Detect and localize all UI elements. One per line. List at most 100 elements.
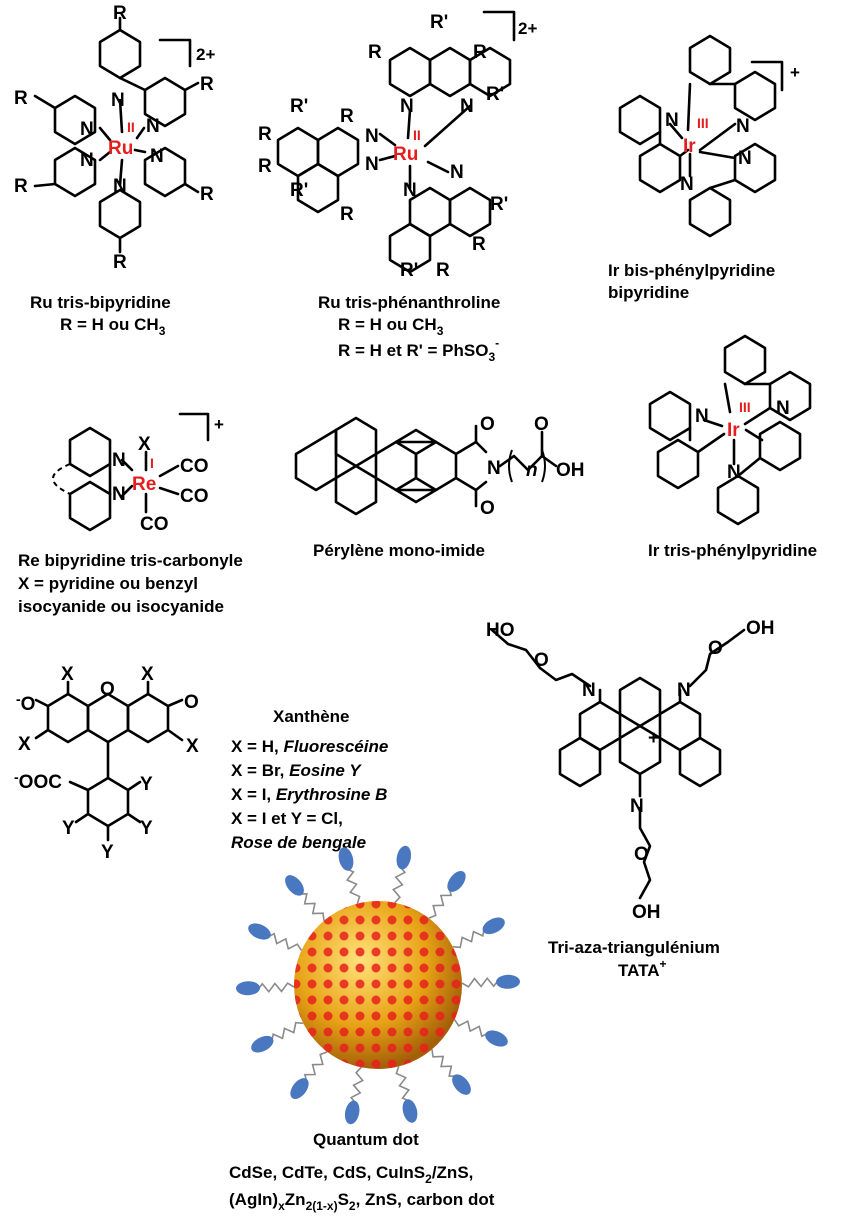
ru-bpy-r: R	[113, 3, 127, 24]
xanthene-x: X	[61, 664, 74, 685]
ligand-chain	[343, 866, 361, 904]
ligand-chain	[453, 1019, 492, 1038]
ru-phen-r: R	[473, 42, 487, 63]
ru-phen-r: R	[258, 124, 272, 145]
ir-ppy-bpy-structure: N N N N Ir III + Ir bis-phénylpyridine b…	[608, 34, 800, 302]
ru-phen-rp: R'	[290, 180, 308, 201]
ru-phen-n: N	[403, 180, 417, 201]
xanthene-item-last: Rose de bengale	[231, 833, 366, 852]
perylene-n-index: n	[526, 460, 538, 481]
xanthene-item: X = I, Erythrosine B	[231, 785, 387, 804]
ru-bpy-r: R	[200, 184, 214, 205]
ru-phen-n: N	[365, 126, 379, 147]
ru-phen-oxidation: II	[413, 127, 421, 143]
ligand-headgroup	[248, 923, 271, 940]
xanthene-item: X = Br, Eosine Y	[231, 761, 362, 780]
xanthene-x: X	[141, 664, 154, 685]
ir-ppy-bpy-metal: Ir	[683, 136, 696, 157]
qdot-caption: Quantum dot	[313, 1130, 419, 1149]
perylene-caption: Pérylène mono-imide	[313, 541, 485, 560]
ligand-headgroup	[396, 845, 412, 870]
ru-bpy-structure: N N N N N N Ru II R R R R R R 2+ Ru tris…	[14, 3, 215, 338]
ir-ppy-bpy-charge: +	[790, 63, 800, 82]
ligand-shell	[236, 845, 520, 1125]
ligand-chain	[392, 864, 407, 904]
ir-ppy3-n: N	[727, 462, 741, 483]
qdot-caption-2: CdSe, CdTe, CdS, CuInS2/ZnS,	[229, 1163, 473, 1186]
ir-ppy3-n: N	[695, 406, 709, 427]
re-bpy-caption-3: isocyanide ou isocyanide	[18, 597, 224, 616]
perylene-structure: O O N n O OH Pérylène mono-imide	[294, 414, 585, 560]
ligand-chain	[431, 1049, 460, 1078]
xanthene-o: -O	[16, 691, 35, 715]
tata-n: N	[677, 680, 691, 701]
tata-n: N	[630, 796, 644, 817]
re-bpy-structure: N N X Re I CO CO CO + Re bipyridine tris…	[18, 412, 243, 616]
ru-bpy-n: N	[111, 90, 125, 111]
xanthene-y: Y	[62, 818, 75, 839]
ru-phen-charge: 2+	[518, 19, 537, 38]
ru-phen-r: R	[472, 234, 486, 255]
ru-bpy-r: R	[14, 88, 28, 109]
quantum-dot-illustration: Quantum dot CdSe, CdTe, CdS, CuInS2/ZnS,…	[229, 845, 520, 1213]
xanthene-item: X = H, Fluorescéine	[231, 737, 388, 756]
xanthene-ooc: -OOC	[14, 769, 62, 793]
ir-ppy-bpy-caption: Ir bis-phénylpyridine	[608, 261, 775, 280]
ligand-headgroup	[447, 870, 466, 892]
ir-ppy-bpy-n: N	[665, 110, 679, 131]
tata-caption: Tri-aza-triangulénium	[548, 938, 720, 957]
tata-structure: N N N O O O HO OH OH + Tri-aza-triangulé…	[486, 618, 775, 980]
xanthene-y: Y	[101, 842, 114, 863]
perylene-oh: OH	[556, 460, 585, 481]
xanthene-o: O	[100, 679, 115, 700]
ligand-headgroup	[402, 1099, 418, 1123]
ru-phen-rp: R'	[430, 12, 448, 33]
ru-phen-rp: R'	[290, 96, 308, 117]
ru-bpy-caption-r: R = H ou CH3	[60, 315, 166, 338]
ligand-headgroup	[290, 1078, 309, 1100]
ru-bpy-n: N	[150, 146, 164, 167]
re-bpy-co: CO	[180, 456, 209, 477]
ligand-chain	[395, 1066, 413, 1104]
re-bpy-metal: Re	[132, 474, 156, 495]
ru-bpy-n: N	[113, 176, 127, 197]
ligand-headgroup	[344, 1100, 360, 1125]
ru-phen-r: R	[436, 260, 450, 281]
ru-phen-n: N	[365, 154, 379, 175]
ligand-headgroup	[251, 1035, 274, 1053]
ru-phen-r: R	[340, 204, 354, 225]
ru-bpy-oxidation: II	[127, 119, 135, 135]
ru-bpy-r: R	[14, 176, 28, 197]
perylene-o: O	[534, 414, 549, 435]
qd-surface-atoms	[294, 901, 462, 1069]
ir-ppy-bpy-caption-2: bipyridine	[608, 283, 689, 302]
re-bpy-co: CO	[140, 514, 169, 535]
re-bpy-n: N	[112, 450, 126, 471]
ru-bpy-n: N	[146, 116, 160, 137]
ligand-headgroup	[496, 974, 520, 989]
xanthene-x: X	[18, 734, 31, 755]
ligand-headgroup	[236, 981, 260, 996]
xanthene-y: Y	[140, 818, 153, 839]
ru-phen-rp: R'	[490, 194, 508, 215]
ir-ppy3-caption: Ir tris-phénylpyridine	[648, 541, 817, 560]
ligand-headgroup	[452, 1074, 471, 1095]
ru-phen-r: R	[368, 42, 382, 63]
ru-bpy-charge: 2+	[196, 45, 215, 64]
tata-oh: OH	[632, 902, 661, 923]
ru-phen-r: R	[340, 106, 354, 127]
ru-phen-caption-r2: R = H et R' = PhSO3-	[338, 336, 499, 364]
ru-bpy-n: N	[80, 119, 94, 140]
ru-phen-caption-r1: R = H ou CH3	[338, 315, 444, 338]
ru-bpy-caption: Ru tris-bipyridine	[30, 293, 171, 312]
ir-ppy3-oxidation: III	[739, 399, 751, 415]
ir-ppy3-n: N	[776, 398, 790, 419]
ligand-chain	[428, 885, 453, 919]
tata-o: O	[534, 650, 549, 671]
ir-ppy-bpy-n: N	[680, 174, 694, 195]
ligand-headgroup	[482, 917, 505, 935]
ru-phen-caption: Ru tris-phénanthroline	[318, 293, 500, 312]
ligand-headgroup	[285, 875, 304, 896]
